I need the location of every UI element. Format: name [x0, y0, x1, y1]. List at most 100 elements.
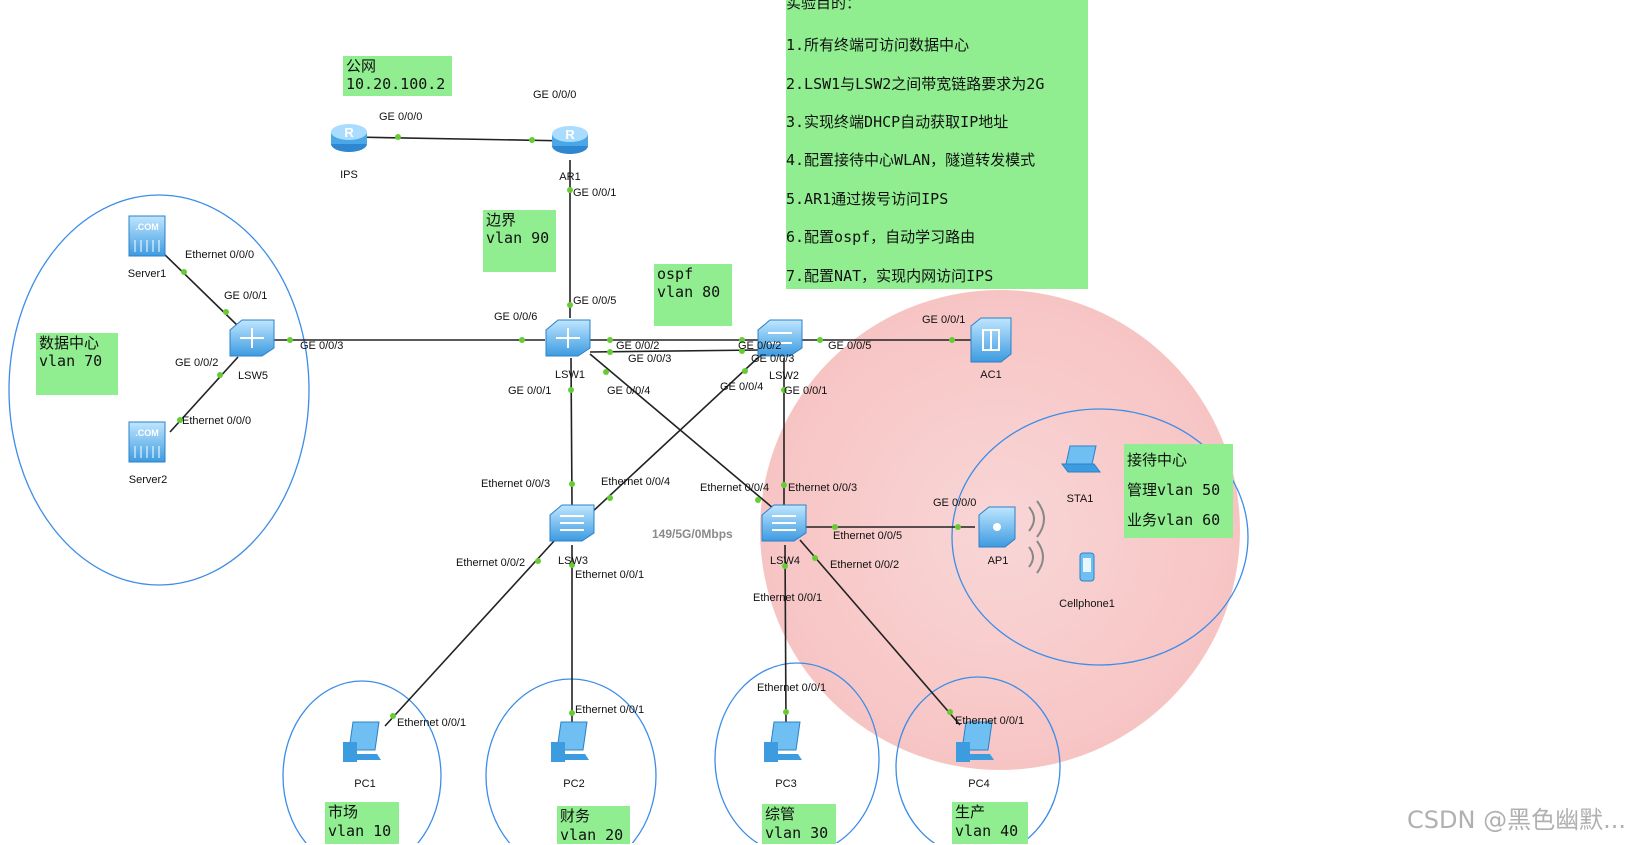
svg-text:.COM: .COM — [135, 222, 159, 232]
device-label-pc2: PC2 — [563, 778, 584, 790]
objectives-box: 实验目的： 1.所有终端可访问数据中心 2.LSW1与LSW2之间带宽链路要求为… — [786, 0, 1088, 289]
note-line: 生产 — [955, 803, 986, 821]
link-lsw1-lsw4 — [589, 353, 781, 515]
note-line: 财务 — [560, 807, 591, 825]
port-label: GE 0/0/1 — [573, 187, 616, 199]
device-label-ap1: AP1 — [988, 555, 1009, 567]
links — [159, 136, 982, 727]
port-label: Ethernet 0/0/4 — [601, 476, 670, 488]
objective-item: 6.配置ospf，自动学习路由 — [786, 228, 976, 246]
link-lsw2-lsw3 — [589, 353, 763, 515]
port-label: GE 0/0/1 — [922, 314, 965, 326]
admin-area — [714, 662, 880, 843]
market-area — [282, 680, 442, 843]
note-line: 公网 — [346, 57, 377, 75]
port-label: Ethernet 0/0/1 — [575, 569, 644, 581]
access-point-icon[interactable] — [978, 500, 1045, 574]
server-icon[interactable]: .COM — [128, 215, 166, 257]
watermark: CSDN @黑色幽默... — [1407, 806, 1626, 834]
router-icon[interactable]: R — [331, 124, 367, 152]
note-line: vlan 20 — [560, 826, 624, 844]
device-label-ac1: AC1 — [980, 369, 1001, 381]
core-switch-icon[interactable] — [757, 319, 803, 357]
production-area — [895, 676, 1061, 843]
port-label: Ethernet 0/0/0 — [185, 249, 254, 261]
port-label: Ethernet 0/0/4 — [700, 482, 769, 494]
note-line: vlan 30 — [765, 824, 829, 842]
port-label: Ethernet 0/0/5 — [833, 530, 902, 542]
pc-icon[interactable] — [764, 721, 802, 762]
port-label: GE 0/0/4 — [607, 385, 650, 397]
port-label: GE 0/0/1 — [508, 385, 551, 397]
port-label: GE 0/0/0 — [533, 89, 576, 101]
datacenter-area — [8, 194, 310, 586]
note-line: 10.20.100.2 — [346, 75, 446, 93]
port-label: Ethernet 0/0/2 — [456, 557, 525, 569]
svg-text:R: R — [565, 127, 575, 142]
link-lsw4-pc3 — [784, 544, 787, 726]
core-switch-icon[interactable] — [545, 319, 591, 357]
device-labels: IPS AR1 LSW1 LSW2 LSW3 LSW4 LSW5 AC1 AP1… — [128, 169, 1115, 790]
port-label: GE 0/0/3 — [628, 353, 671, 365]
link-lsw1-lsw2-b — [589, 349, 761, 353]
objective-item: 5.AR1通过拨号访问IPS — [786, 190, 949, 208]
note-datacenter: 数据中心 vlan 70 — [36, 333, 118, 395]
device-label-pc4: PC4 — [968, 778, 989, 790]
note-border: 边界 vlan 90 — [483, 210, 556, 272]
access-switch-icon[interactable] — [761, 504, 807, 542]
pc-icon[interactable] — [956, 721, 994, 762]
access-switch-icon[interactable] — [549, 504, 595, 542]
pc-icon[interactable] — [343, 721, 381, 762]
svg-text:.COM: .COM — [135, 428, 159, 438]
note-line: 接待中心 — [1127, 451, 1188, 469]
link-ips-ar1 — [352, 136, 571, 142]
objectives-title: 实验目的： — [786, 0, 862, 12]
device-label-lsw1: LSW1 — [555, 369, 585, 381]
note-line: 边界 — [486, 211, 517, 229]
port-label: Ethernet 0/0/3 — [788, 482, 857, 494]
core-switch-icon[interactable] — [229, 319, 275, 357]
device-label-cellphone1: Cellphone1 — [1059, 598, 1115, 610]
objective-item: 7.配置NAT，实现内网访问IPS — [786, 267, 994, 285]
objective-item: 2.LSW1与LSW2之间带宽链路要求为2G — [786, 75, 1045, 93]
device-label-sta1: STA1 — [1067, 493, 1094, 505]
port-label: Ethernet 0/0/1 — [955, 715, 1024, 727]
note-production: 生产 vlan 40 — [952, 802, 1028, 844]
port-label: GE 0/0/3 — [300, 340, 343, 352]
link-lsw4-pc4 — [799, 539, 961, 726]
pc-icon[interactable] — [551, 721, 589, 762]
note-admin: 综管 vlan 30 — [762, 804, 836, 844]
note-line: 综管 — [765, 805, 796, 823]
device-label-ar1: AR1 — [559, 171, 580, 183]
svg-text:R: R — [344, 125, 354, 140]
cellphone-icon[interactable] — [1079, 552, 1095, 582]
reception-area — [951, 408, 1249, 666]
server-icon[interactable]: .COM — [128, 421, 166, 463]
note-line: ospf — [657, 265, 694, 283]
note-line: 业务vlan 60 — [1127, 511, 1221, 529]
note-ospf: ospf vlan 80 — [654, 264, 732, 326]
note-line: 管理vlan 50 — [1127, 481, 1221, 499]
note-line: vlan 90 — [486, 229, 550, 247]
note-finance: 财务 vlan 20 — [557, 806, 630, 844]
device-label-pc1: PC1 — [354, 778, 375, 790]
device-label-lsw4: LSW4 — [770, 555, 800, 567]
note-market: 市场 vlan 10 — [325, 802, 399, 844]
port-label: GE 0/0/2 — [616, 340, 659, 352]
port-label: GE 0/0/5 — [828, 340, 871, 352]
device-label-pc3: PC3 — [775, 778, 796, 790]
port-label: GE 0/0/2 — [738, 340, 781, 352]
port-dots — [177, 134, 961, 719]
note-reception: 接待中心 管理vlan 50 业务vlan 60 — [1124, 444, 1233, 538]
port-label: GE 0/0/6 — [494, 311, 537, 323]
router-icon[interactable]: R — [552, 126, 588, 154]
link-lsw3-pc1 — [384, 539, 556, 727]
port-label: GE 0/0/5 — [573, 295, 616, 307]
port-label: Ethernet 0/0/0 — [182, 415, 251, 427]
note-line: 市场 — [328, 803, 359, 821]
note-line: vlan 80 — [657, 283, 721, 301]
access-controller-icon[interactable] — [970, 317, 1012, 363]
laptop-icon[interactable] — [1061, 445, 1101, 473]
objective-item: 1.所有终端可访问数据中心 — [786, 36, 970, 54]
